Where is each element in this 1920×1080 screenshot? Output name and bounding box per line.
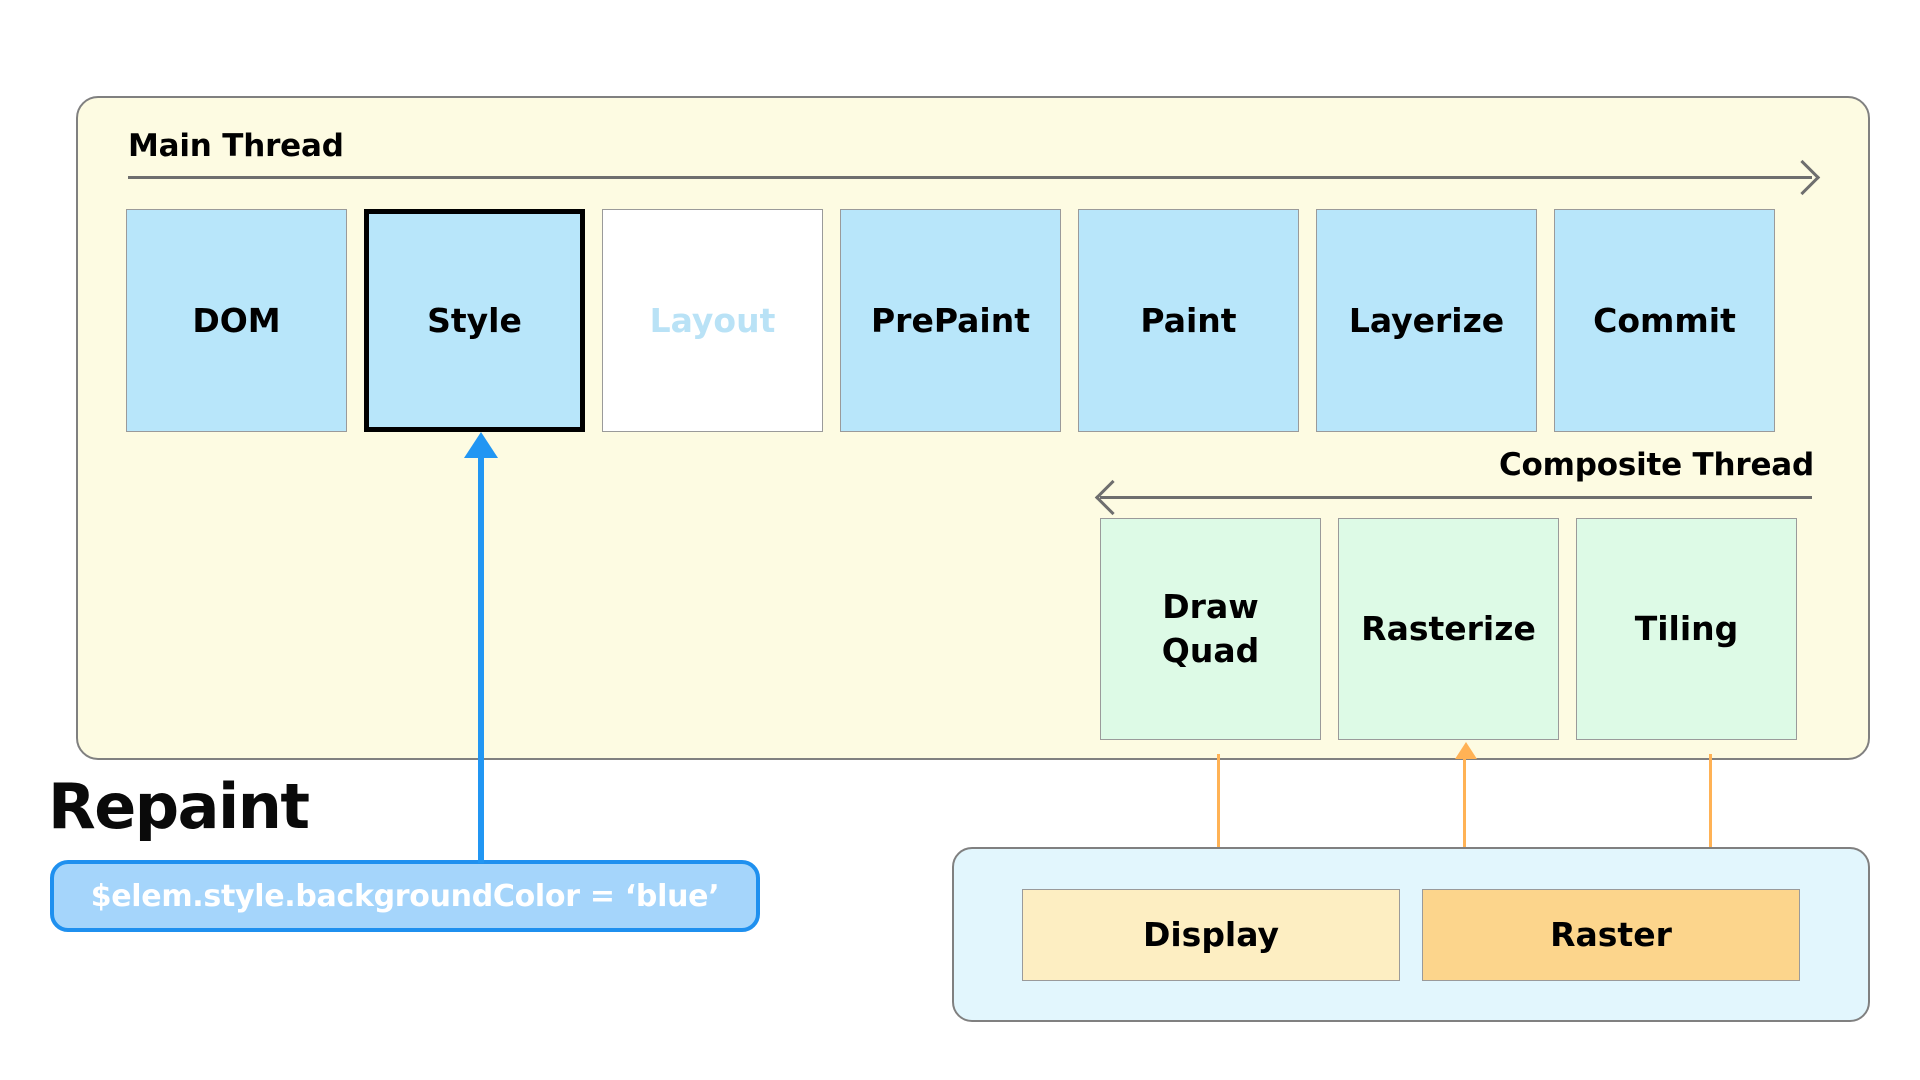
- code-callout-text: $elem.style.backgroundColor = ‘blue’: [90, 878, 720, 914]
- composite-thread-stage-row: Draw Quad Rasterize Tiling: [1100, 518, 1797, 740]
- stage-box-paint[interactable]: Paint: [1078, 209, 1299, 432]
- stage-label: Style: [427, 300, 522, 340]
- stage-label: Paint: [1140, 300, 1237, 340]
- stage-label: Tiling: [1634, 609, 1739, 649]
- stage-box-tiling[interactable]: Tiling: [1576, 518, 1797, 740]
- composite-thread-flow-line: [1100, 496, 1812, 499]
- stage-box-rasterize[interactable]: Rasterize: [1338, 518, 1559, 740]
- connector-raster-rasterize-line: [1463, 752, 1466, 909]
- stage-box-draw-quad[interactable]: Draw Quad: [1100, 518, 1321, 740]
- stage-label: Draw Quad: [1161, 587, 1260, 670]
- stage-label: Layout: [649, 300, 776, 340]
- device-box-label: Raster: [1550, 915, 1672, 954]
- stage-box-dom[interactable]: DOM: [126, 209, 347, 432]
- style-connector-arrow-icon: [464, 432, 498, 458]
- device-box-label: Display: [1142, 915, 1280, 954]
- connector-tiling-raster-line: [1709, 754, 1712, 906]
- stage-label: Layerize: [1348, 300, 1505, 340]
- left-arrow-icon: [1094, 479, 1131, 516]
- device-box-raster[interactable]: Raster: [1422, 888, 1800, 981]
- stage-label: Commit: [1593, 300, 1736, 340]
- stage-box-prepaint[interactable]: PrePaint: [840, 209, 1061, 432]
- composite-thread-label: Composite Thread: [1499, 447, 1814, 483]
- stage-label: Rasterize: [1361, 609, 1536, 649]
- stage-box-style[interactable]: Style: [364, 209, 585, 432]
- main-thread-label: Main Thread: [128, 128, 344, 164]
- stage-label: PrePaint: [871, 300, 1030, 340]
- main-thread-stage-row: DOM Style Layout PrePaint Paint Layerize…: [126, 209, 1775, 432]
- right-arrow-icon: [1784, 159, 1821, 196]
- connector-drawquad-display-line: [1217, 754, 1220, 906]
- device-panel: Display Raster: [952, 847, 1870, 1022]
- code-callout[interactable]: $elem.style.backgroundColor = ‘blue’: [50, 860, 760, 932]
- main-thread-panel: Main Thread DOM Style Layout PrePaint Pa…: [76, 96, 1870, 760]
- style-connector-line: [478, 445, 484, 863]
- stage-box-layout[interactable]: Layout: [602, 209, 823, 432]
- main-thread-flow-line: [128, 176, 1812, 179]
- stage-box-layerize[interactable]: Layerize: [1316, 209, 1537, 432]
- device-box-display[interactable]: Display: [1022, 888, 1400, 981]
- stage-box-commit[interactable]: Commit: [1554, 209, 1775, 432]
- repaint-heading: Repaint: [48, 770, 310, 843]
- up-arrow-icon: [1455, 742, 1477, 759]
- stage-label: DOM: [192, 300, 281, 340]
